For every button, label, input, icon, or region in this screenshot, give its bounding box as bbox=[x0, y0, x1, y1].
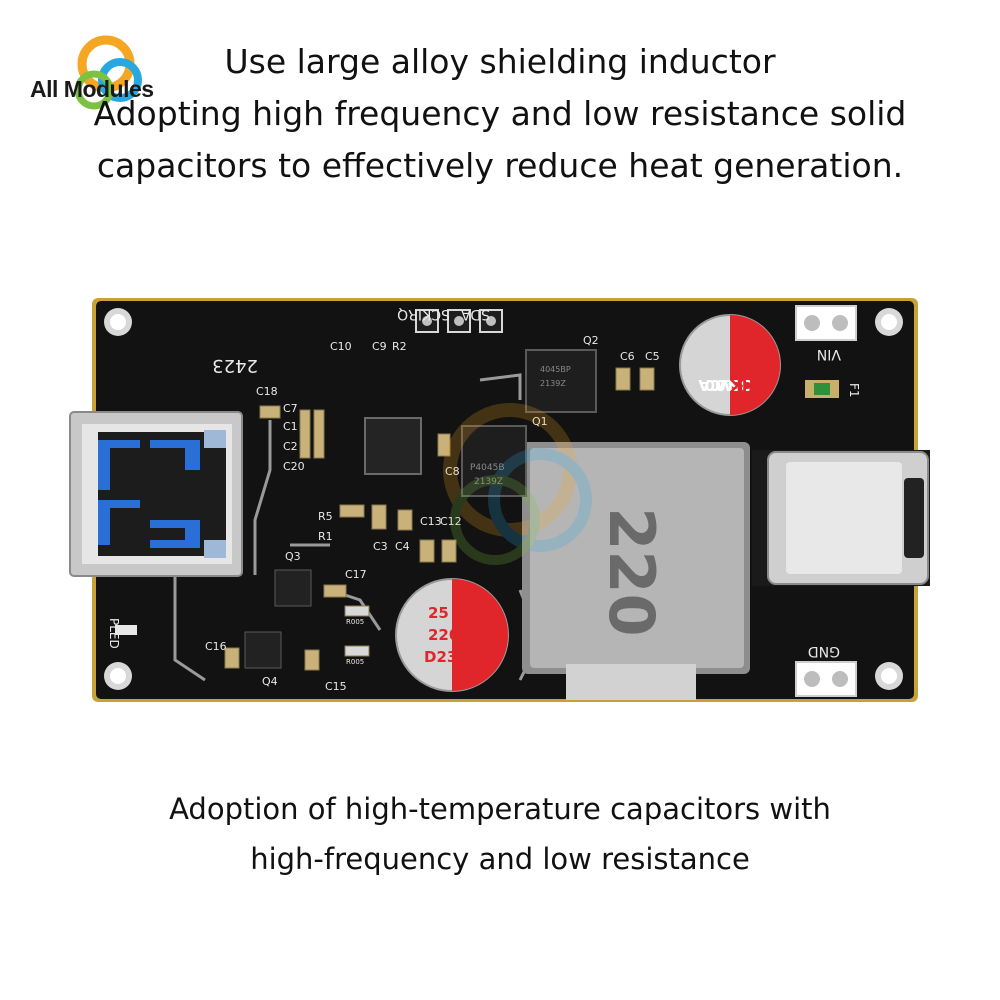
vin-terminal bbox=[795, 305, 857, 341]
mosfet-q2-marking-2: 2139Z bbox=[540, 379, 566, 388]
smd-components bbox=[224, 367, 655, 671]
cap-top-line-4: VHK bbox=[729, 376, 766, 394]
pin-label-irq: IRQ bbox=[397, 306, 422, 322]
controller-chip bbox=[364, 417, 422, 475]
brand-logo-text: All Modules bbox=[30, 76, 154, 102]
label-q4: Q4 bbox=[262, 675, 278, 688]
cap-bottom-line-3: D232 bbox=[424, 648, 468, 666]
cap-top-line-2: 100 bbox=[705, 376, 736, 394]
brand-logo-mark bbox=[74, 35, 142, 110]
gnd-terminal bbox=[795, 661, 857, 697]
bottom-caption: Adoption of high-temperature capacitors … bbox=[0, 784, 1000, 884]
label-r1: R1 bbox=[318, 530, 333, 543]
label-c15: C15 bbox=[325, 680, 347, 693]
brand-logo bbox=[28, 34, 198, 124]
cap-bottom-line-1: 25 bbox=[428, 604, 449, 622]
pin-label-sck: SCK bbox=[421, 306, 450, 322]
mosfet-q2: 4045BP 2139Z bbox=[525, 349, 597, 413]
vin-label: VIN bbox=[817, 346, 841, 362]
mosfet-q1-marking-2: 2139Z bbox=[474, 477, 503, 487]
label-c18: C18 bbox=[256, 385, 278, 398]
fuse-label: F1 bbox=[847, 383, 861, 398]
label-c20: C20 bbox=[283, 460, 305, 473]
label-c12: C12 bbox=[440, 515, 462, 528]
top-caption: Use large alloy shielding inductor Adopt… bbox=[0, 36, 1000, 192]
header-pins bbox=[415, 309, 503, 333]
mounting-holes bbox=[104, 308, 903, 690]
pin-label-sda: SDA bbox=[461, 306, 490, 322]
top-caption-line-3: capacitors to effectively reduce heat ge… bbox=[96, 146, 904, 185]
usb-a-port bbox=[69, 411, 243, 577]
pled-label: PLED bbox=[107, 618, 121, 649]
label-q2: Q2 bbox=[583, 334, 599, 347]
resistor-marking-2: R005 bbox=[346, 658, 364, 666]
power-led bbox=[115, 625, 137, 635]
cap-top-line-3: 35V bbox=[718, 376, 751, 394]
label-c16: C16 bbox=[205, 640, 227, 653]
label-c8: C8 bbox=[445, 465, 460, 478]
mosfet-q1-marking-1: P4045B bbox=[470, 463, 505, 473]
mosfet-q4 bbox=[244, 631, 282, 669]
mosfet-q1: P4045B 2139Z bbox=[461, 425, 527, 497]
label-q3: Q3 bbox=[285, 550, 301, 563]
top-caption-line-1: Use large alloy shielding inductor bbox=[224, 42, 776, 81]
gnd-label: GND bbox=[808, 643, 840, 659]
label-r5: R5 bbox=[318, 510, 333, 523]
usb-c-connector bbox=[752, 450, 930, 586]
label-c13: C13 bbox=[420, 515, 442, 528]
inductor-marking: 220 bbox=[595, 507, 668, 636]
shielded-inductor: 220 bbox=[522, 442, 750, 700]
label-c17: C17 bbox=[345, 568, 367, 581]
mosfet-q2-marking-1: 4045BP bbox=[540, 365, 571, 374]
top-caption-line-2: Adopting high frequency and low resistan… bbox=[93, 94, 907, 133]
label-c9: C9 bbox=[372, 340, 387, 353]
bottom-caption-line-2: high-frequency and low resistance bbox=[250, 842, 750, 876]
watermark-logo bbox=[443, 403, 592, 565]
silkscreen-labels: IRQ SCK SDA 2423 VIN GND F1 PLED C18 C10… bbox=[107, 306, 861, 693]
label-q1: Q1 bbox=[532, 415, 548, 428]
label-c10: C10 bbox=[330, 340, 352, 353]
label-c2: C2 bbox=[283, 440, 298, 453]
date-code: 2423 bbox=[212, 355, 258, 376]
label-c4: C4 bbox=[395, 540, 410, 553]
cap-bottom-line-2: 220 bbox=[428, 626, 459, 644]
label-c3: C3 bbox=[373, 540, 388, 553]
mosfet-q3 bbox=[274, 569, 312, 607]
bottom-caption-line-1: Adoption of high-temperature capacitors … bbox=[169, 792, 831, 826]
resistor-marking-1: R005 bbox=[346, 618, 364, 626]
fuse-f1 bbox=[805, 380, 839, 398]
label-c1: C1 bbox=[283, 420, 298, 433]
capacitor-220uf: 25 220 D232 bbox=[395, 578, 509, 692]
label-c6: C6 bbox=[620, 350, 635, 363]
label-c5: C5 bbox=[645, 350, 660, 363]
label-c7: C7 bbox=[283, 402, 298, 415]
label-r2: R2 bbox=[392, 340, 407, 353]
capacitor-100uf: CA 100 35V VHK bbox=[679, 314, 781, 416]
cap-top-line-1: CA bbox=[698, 376, 721, 394]
